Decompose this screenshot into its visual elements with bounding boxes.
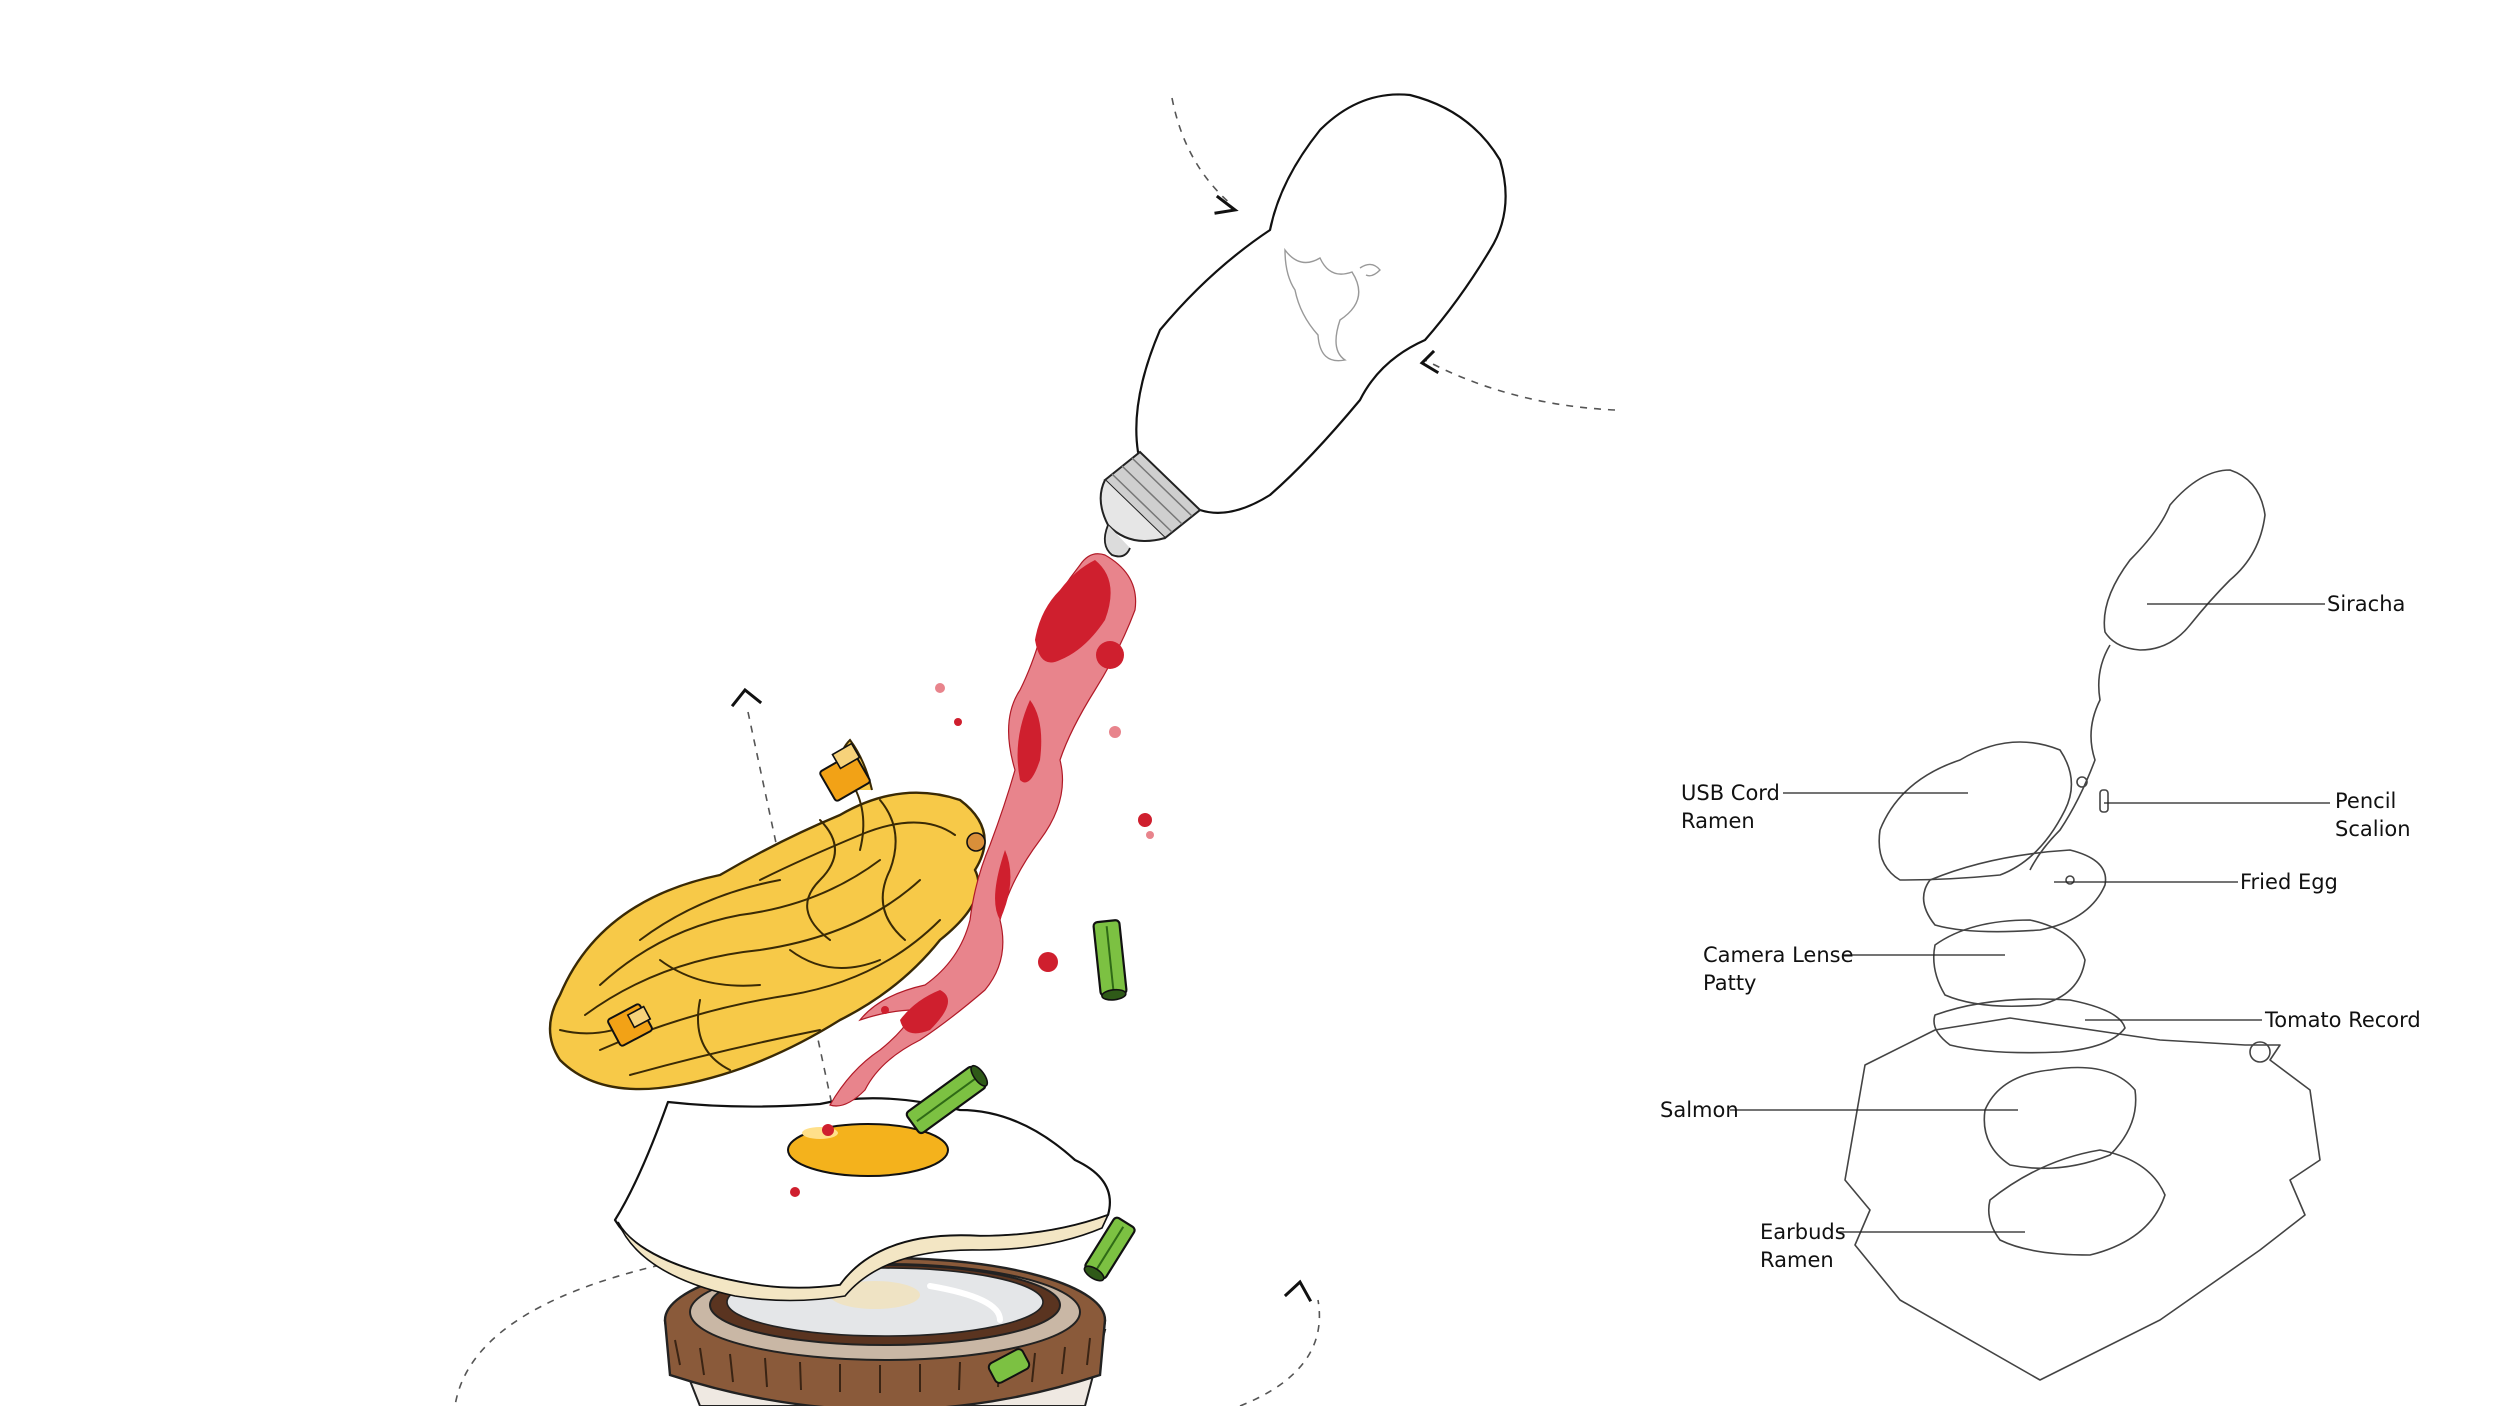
key-earbud-outline (1987, 1149, 2166, 1256)
label-earbuds-ramen-line1: Earbuds (1760, 1220, 1846, 1244)
sauce-splash-icon (790, 553, 1154, 1197)
label-tomato-record-line: Tomato Record (2264, 1008, 2421, 1032)
label-salmon: Salmon (1660, 1098, 1739, 1122)
label-pencil-scalion: Pencil Scalion (2335, 789, 2411, 841)
fried-egg-icon (613, 1097, 1111, 1302)
label-usb-cord-ramen-line2: Ramen (1681, 809, 1755, 833)
bottle-return-arc (1424, 359, 1616, 411)
up-chevron-icon (730, 687, 763, 708)
label-camera-lense-patty-line2: Patty (1703, 971, 1756, 995)
bottle-return-chevron-icon (1419, 349, 1440, 375)
plate-orbit-arc (454, 1264, 661, 1406)
component-key-diagram (1844, 469, 2321, 1381)
plate-orbit-arc-right (1239, 1299, 1321, 1406)
label-salmon-line: Salmon (1660, 1098, 1739, 1122)
key-sauce-outline (2029, 644, 2111, 871)
label-earbuds-ramen-line2: Ramen (1760, 1248, 1834, 1272)
label-fried-egg: Fried Egg (2240, 870, 2338, 894)
key-record-outline (1933, 998, 2126, 1054)
label-siracha: Siracha (2327, 592, 2405, 616)
key-bottle-outline (2103, 469, 2266, 651)
label-siracha-line: Siracha (2327, 592, 2405, 616)
bottle-motion-arc (1171, 97, 1233, 206)
label-usb-cord-ramen-line1: USB Cord (1681, 781, 1780, 805)
right-chevron-icon (1283, 1279, 1313, 1303)
key-lens-outline (1932, 919, 2086, 1008)
scallion-pencil-icon (905, 919, 1136, 1282)
label-usb-cord-ramen: USB Cord Ramen (1681, 781, 1787, 833)
siracha-bottle-icon (1099, 93, 1507, 558)
key-noodle-outline (1878, 741, 2073, 881)
label-camera-lense-patty: Camera Lense Patty (1703, 943, 1860, 995)
label-pencil-scalion-line1: Pencil (2335, 789, 2396, 813)
legend-labels: Siracha USB Cord Ramen Pencil Scalion Fr… (1660, 592, 2421, 1272)
label-fried-egg-line: Fried Egg (2240, 870, 2338, 894)
label-tomato-record: Tomato Record (2264, 1008, 2421, 1032)
usb-cord-ramen-icon (548, 738, 986, 1091)
label-camera-lense-patty-line1: Camera Lense (1703, 943, 1854, 967)
key-egg-outline (1922, 849, 2107, 933)
label-earbuds-ramen: Earbuds Ramen (1760, 1220, 1852, 1272)
key-salmon-outline (1983, 1066, 2137, 1170)
key-plate-outline (1844, 1017, 2321, 1381)
legend-leaders (1730, 603, 2330, 1233)
label-pencil-scalion-line2: Scalion (2335, 817, 2411, 841)
bottle-chevron-icon (1214, 194, 1239, 215)
